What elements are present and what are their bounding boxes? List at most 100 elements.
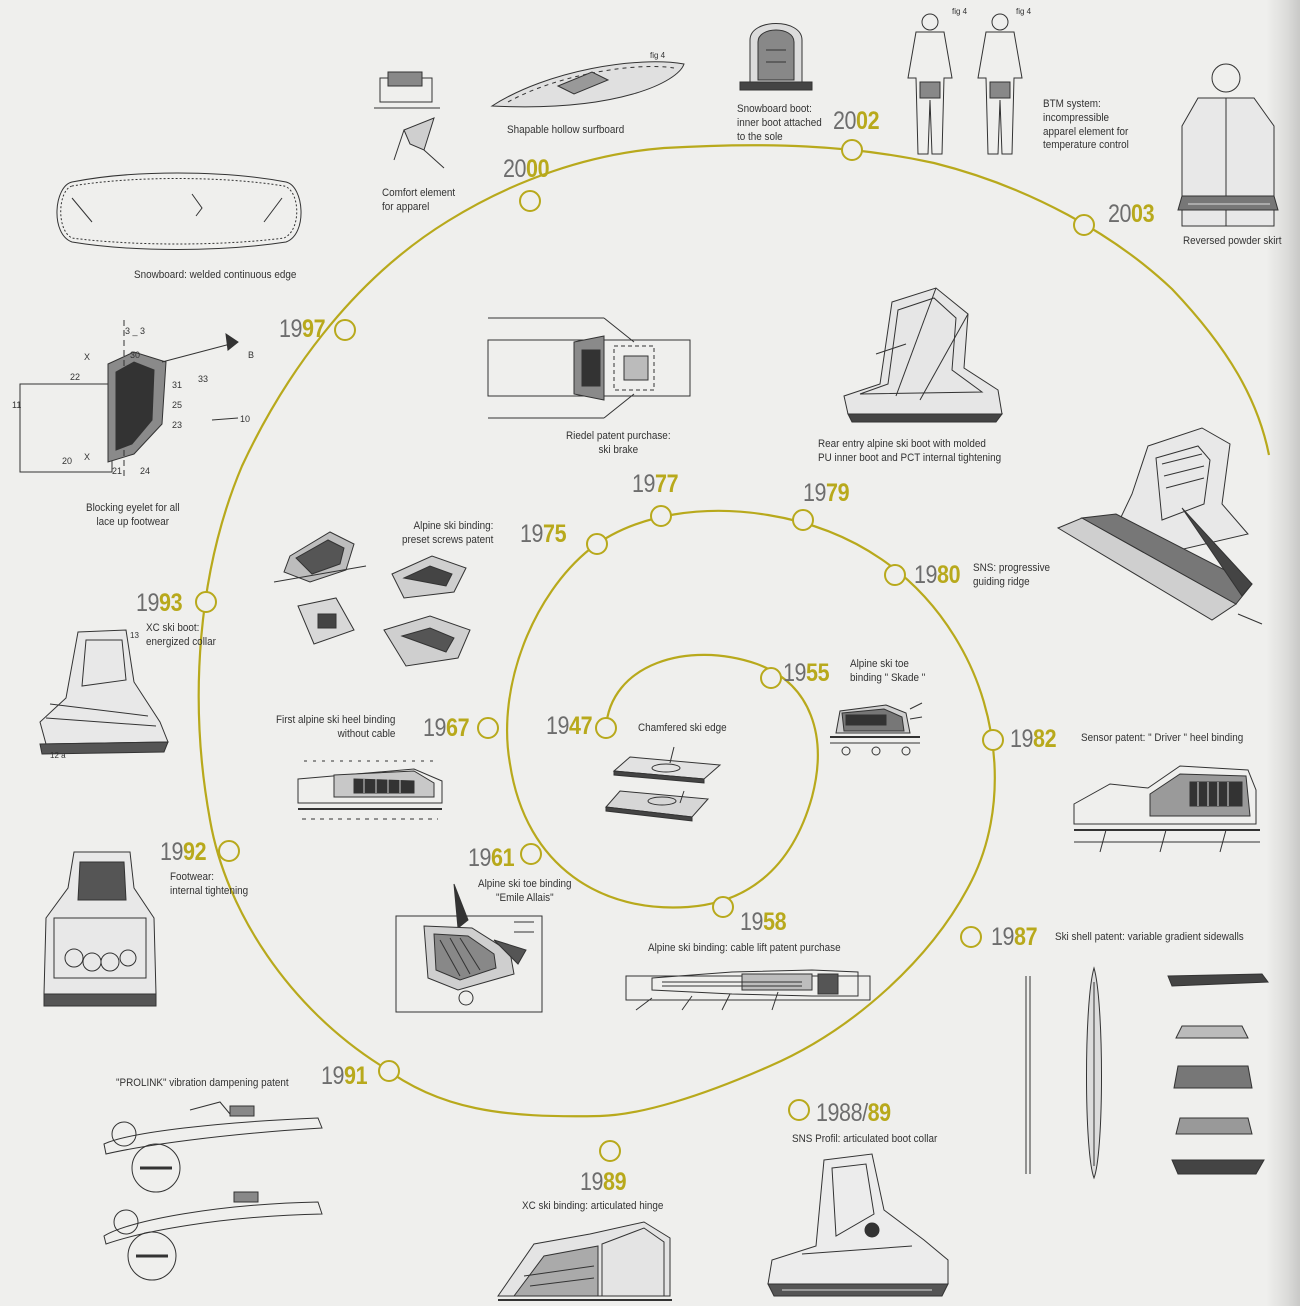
allais-toe-binding-drawing — [394, 880, 544, 1020]
patent-caption: Alpine ski binding: cable lift patent pu… — [648, 942, 841, 954]
drawing-label: X — [84, 352, 90, 362]
footwear-tightening-drawing — [34, 848, 164, 1012]
drawing-label: fig 4 — [952, 7, 968, 16]
patent-caption: Shapable hollow surfboard — [507, 124, 625, 136]
year-label: 1967 — [423, 714, 470, 742]
toe-binding-drawing — [826, 693, 926, 769]
year-label: 1977 — [632, 470, 679, 498]
patent-caption: Snowboard: welded continuous edge — [134, 269, 297, 281]
year-label: 1947 — [546, 712, 593, 740]
timeline-node-marker — [599, 1140, 621, 1162]
year-label: 1987 — [991, 923, 1038, 951]
patent-caption: Alpine ski binding:preset screws patent — [402, 520, 494, 546]
powder-skirt-drawing — [1178, 56, 1290, 234]
drawing-label: 33 — [198, 374, 208, 384]
drawing-label: 11 — [12, 400, 21, 410]
timeline-node-marker — [712, 896, 734, 918]
year-label: 1958 — [740, 908, 787, 936]
xc-hinge-drawing — [494, 1214, 676, 1306]
xc-boot-drawing: 12 a 13 — [30, 626, 172, 760]
drawing-label: 30 — [130, 350, 140, 360]
drawing-label: fig 4 — [650, 51, 666, 60]
drawing-label: B — [248, 350, 254, 360]
patent-caption: Footwear:internal tightening — [170, 871, 249, 897]
timeline-node-marker — [477, 717, 499, 739]
btm-system-drawing: fig 4 fig 4 — [896, 7, 1032, 164]
year-label: 2000 — [503, 155, 550, 183]
boot-collar-drawing — [762, 1150, 954, 1306]
timeline-node-marker — [650, 505, 672, 527]
timeline-node-marker — [519, 190, 541, 212]
patent-caption: XC ski boot:energized collar — [146, 622, 216, 648]
timeline-node-marker — [586, 533, 608, 555]
patent-caption: Alpine ski toe binding"Emile Allais" — [478, 878, 572, 904]
drawing-label: 3 _ 3 — [125, 326, 145, 336]
year-label: 1993 — [136, 589, 183, 617]
drawing-label: 20 — [62, 456, 72, 466]
drawing-label: 23 — [172, 420, 182, 430]
drawing-label: 25 — [172, 400, 182, 410]
timeline-node-marker — [1073, 214, 1095, 236]
drawing-label: X — [84, 452, 90, 462]
year-label: 1982 — [1010, 725, 1057, 753]
drawing-label: 31 — [172, 380, 182, 390]
timeline-node-marker — [884, 564, 906, 586]
patent-caption: XC ski binding: articulated hinge — [522, 1200, 664, 1212]
blocking-eyelet-drawing: 3 _ 3 X X B 11 10 22 30 31 33 25 23 20 2… — [12, 312, 254, 494]
year-label: 1980 — [914, 561, 961, 589]
patent-caption: "PROLINK" vibration dampening patent — [116, 1077, 289, 1089]
year-label: 2002 — [833, 107, 880, 135]
spiral-line — [197, 144, 1271, 1118]
drawing-label: 21 — [112, 466, 122, 476]
rear-entry-boot-drawing — [836, 284, 1018, 426]
timeline-node-marker — [760, 667, 782, 689]
drawing-label: 12 a — [50, 751, 66, 760]
preset-screws-binding-drawing — [270, 526, 480, 676]
snowboard-boot-drawing — [736, 10, 816, 92]
drawing-label: fig 4 — [1016, 7, 1032, 16]
prolink-ski-drawing — [100, 1088, 330, 1284]
drawing-label: 13 — [130, 631, 139, 640]
year-label: 1997 — [279, 315, 326, 343]
year-label: 2003 — [1108, 200, 1155, 228]
comfort-element-drawing — [374, 68, 456, 180]
patent-caption: Sensor patent: " Driver " heel binding — [1081, 732, 1244, 744]
year-label: 1991 — [321, 1062, 368, 1090]
ski-shell-drawing — [1012, 962, 1284, 1184]
cable-lift-binding-drawing — [622, 960, 874, 1026]
timeline-node-marker — [841, 139, 863, 161]
patent-caption: Riedel patent purchase:ski brake — [566, 430, 671, 456]
timeline-node-marker — [595, 717, 617, 739]
year-label: 1955 — [783, 659, 830, 687]
timeline-node-marker — [218, 840, 240, 862]
patent-caption: Chamfered ski edge — [638, 722, 727, 734]
ski-edge-drawing — [600, 743, 730, 829]
surfboard-drawing: fig 4 — [488, 51, 688, 122]
timeline-node-marker — [195, 591, 217, 613]
timeline-node-marker — [378, 1060, 400, 1082]
timeline-node-markers — [195, 139, 1095, 1162]
drawing-label: 24 — [140, 466, 150, 476]
year-label: 1988/89 — [816, 1099, 891, 1127]
heel-binding-drawing — [294, 757, 446, 833]
snowboard-edge-drawing — [42, 168, 316, 256]
drawing-label: 22 — [70, 372, 80, 382]
year-label: 1979 — [803, 479, 850, 507]
driver-heel-binding-drawing — [1070, 760, 1268, 864]
year-label: 1975 — [520, 520, 567, 548]
timeline-node-marker — [792, 509, 814, 531]
timeline-node-marker — [334, 319, 356, 341]
year-label: 1989 — [580, 1168, 627, 1196]
timeline-node-marker — [982, 729, 1004, 751]
patent-caption: Ski shell patent: variable gradient side… — [1055, 931, 1244, 943]
ski-brake-drawing — [484, 312, 694, 424]
year-label: 1992 — [160, 838, 207, 866]
